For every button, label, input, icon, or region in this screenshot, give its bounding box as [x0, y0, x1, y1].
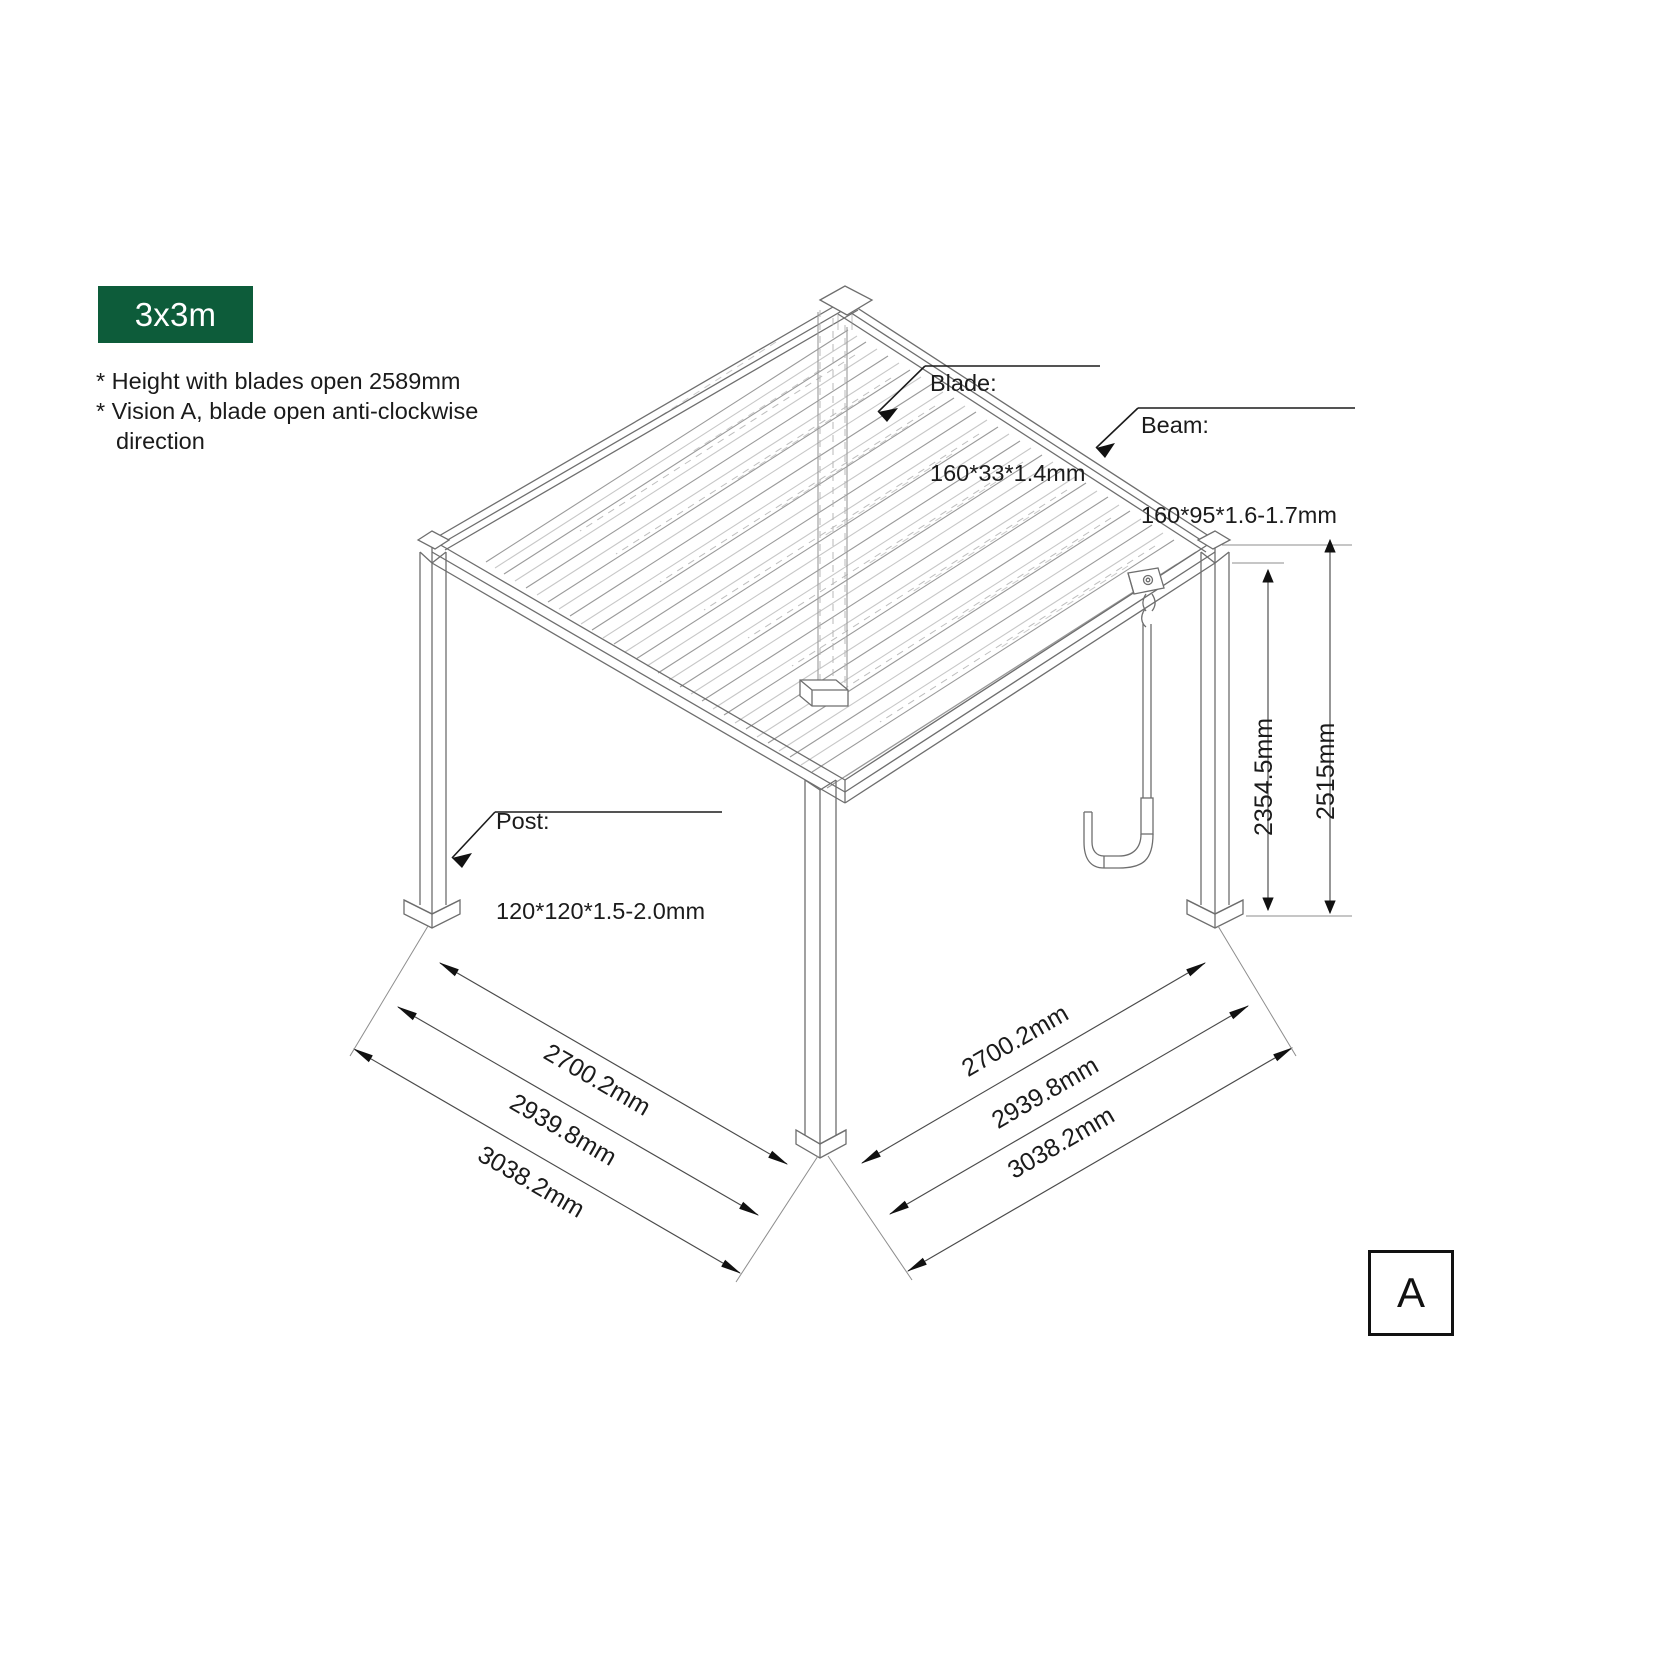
post-front [795, 779, 847, 1159]
center-support-panel [799, 310, 849, 707]
view-tag-label: A [1396, 1269, 1425, 1316]
beam-leader-line [1095, 407, 1355, 458]
post-back [837, 314, 853, 330]
posts [403, 314, 1244, 1159]
dim-line-right-1 [861, 962, 1206, 1164]
crank-handle [1083, 567, 1165, 869]
blade-leader-line [877, 365, 1100, 422]
height-dimensions [1222, 538, 1352, 917]
blade-callout-title: Blade: [930, 370, 997, 396]
gearbox-block [799, 679, 849, 707]
dim-line-left-1 [439, 962, 788, 1165]
post-callout-spec: 120*120*1.5-2.0mm [496, 898, 706, 924]
dim-line-left-3 [353, 1048, 741, 1274]
plan-dimensions-left [349, 925, 819, 1283]
callout-leaders [451, 365, 1355, 868]
plan-dimensions-right [827, 925, 1297, 1281]
beam-callout: Beam: 160*95*1.6-1.7mm [1141, 350, 1337, 590]
dim-line-right-2 [889, 1005, 1249, 1215]
size-badge: 3x3m [98, 286, 253, 343]
roof-corner-caps [416, 285, 1232, 550]
dim-label-height-inner: 2354.5mm [1250, 717, 1278, 836]
note-line-1: * Height with blades open 2589mm [96, 368, 461, 394]
post-callout: Post: 120*120*1.5-2.0mm [496, 746, 705, 986]
note-line-2: * Vision A, blade open anti-clockwise [96, 398, 479, 424]
dim-line-left-2 [397, 1006, 759, 1216]
blade-callout: Blade: 160*33*1.4mm [930, 308, 1085, 548]
notes-block: * Height with blades open 2589mm * Visio… [96, 366, 636, 456]
size-badge-label: 3x3m [134, 296, 217, 333]
roof-blades [485, 329, 1197, 789]
post-left [403, 551, 461, 929]
post-callout-title: Post: [496, 808, 550, 834]
post-leader-line [451, 811, 722, 868]
beam-callout-title: Beam: [1141, 412, 1209, 438]
dim-line-right-3 [907, 1047, 1293, 1272]
beam-callout-spec: 160*95*1.6-1.7mm [1141, 502, 1337, 528]
note-line-3: direction [116, 428, 205, 454]
roof-assembly [416, 285, 1232, 804]
post-right [1186, 551, 1244, 929]
view-tag-a: A [1368, 1250, 1454, 1336]
blade-callout-spec: 160*33*1.4mm [930, 460, 1086, 486]
dim-label-height-outer: 2515mm [1312, 722, 1340, 820]
